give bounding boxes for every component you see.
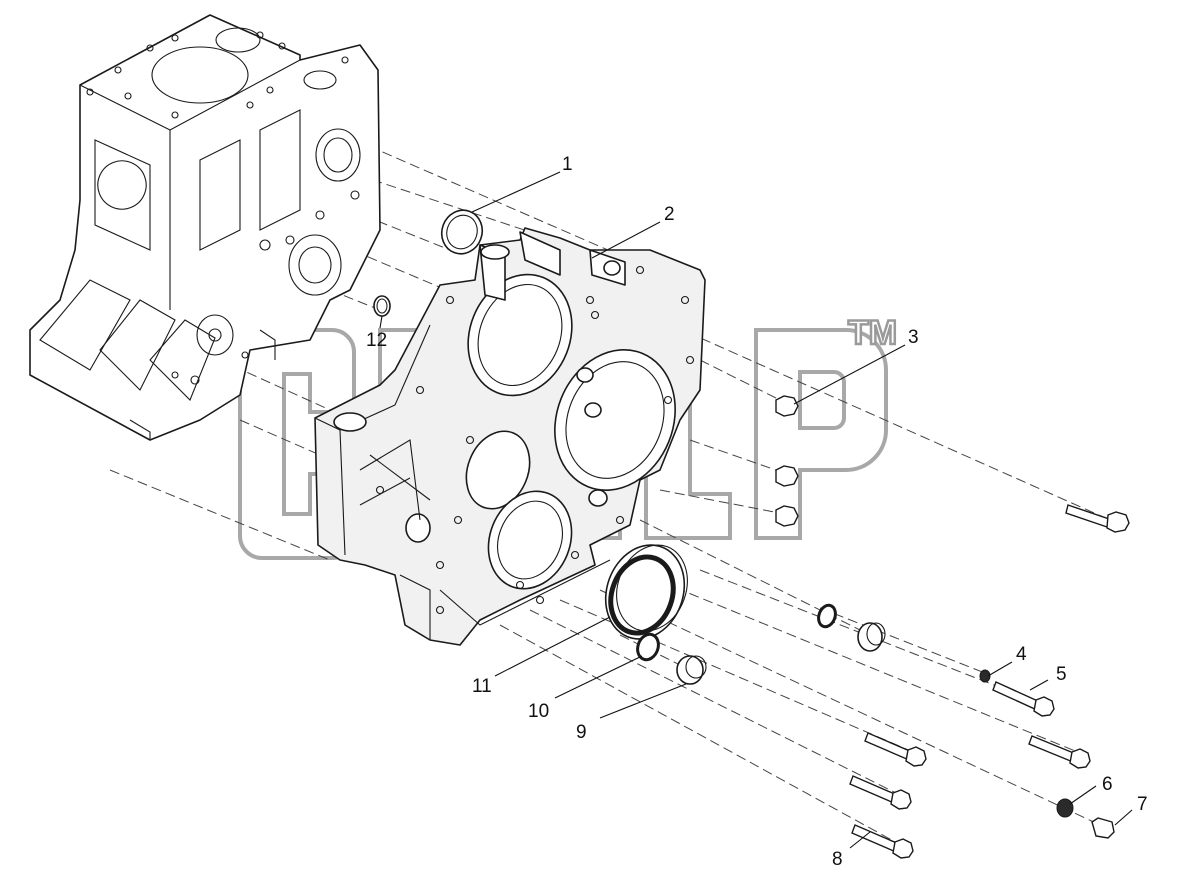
callout-12: 12: [366, 330, 387, 351]
callout-3: 3: [908, 327, 919, 348]
plug-part: [676, 655, 707, 685]
leader-lines: [379, 171, 1133, 849]
flange-bolts-part: [775, 395, 799, 527]
callout-7: 7: [1137, 794, 1148, 815]
washer-part: [979, 669, 991, 683]
crankshaft-seal-part: [604, 544, 688, 640]
callout-11: 11: [472, 676, 492, 697]
callout-4: 4: [1016, 644, 1027, 665]
bolts-8-part: [849, 732, 927, 859]
callout-numbers: 1 2 3 4 5 6 7 8 9 10 11 12: [366, 154, 1148, 870]
trademark-mark: TM: [848, 314, 897, 352]
callout-2: 2: [664, 204, 675, 225]
drain-plug-part: [1091, 817, 1115, 839]
bolts-5-part: [992, 681, 1091, 769]
long-bolt-upper: [1065, 504, 1130, 533]
callout-10: 10: [528, 701, 549, 722]
callout-1: 1: [562, 154, 573, 175]
engine-block: [29, 14, 381, 441]
plug-upper-part: [817, 603, 886, 652]
timing-cover: [314, 227, 706, 646]
callout-6: 6: [1102, 774, 1113, 795]
o-ring-small-part: [636, 632, 660, 662]
callout-8: 8: [832, 849, 843, 870]
callout-5: 5: [1056, 664, 1067, 685]
seal-washer-part: [1056, 798, 1074, 818]
callout-9: 9: [576, 722, 587, 743]
